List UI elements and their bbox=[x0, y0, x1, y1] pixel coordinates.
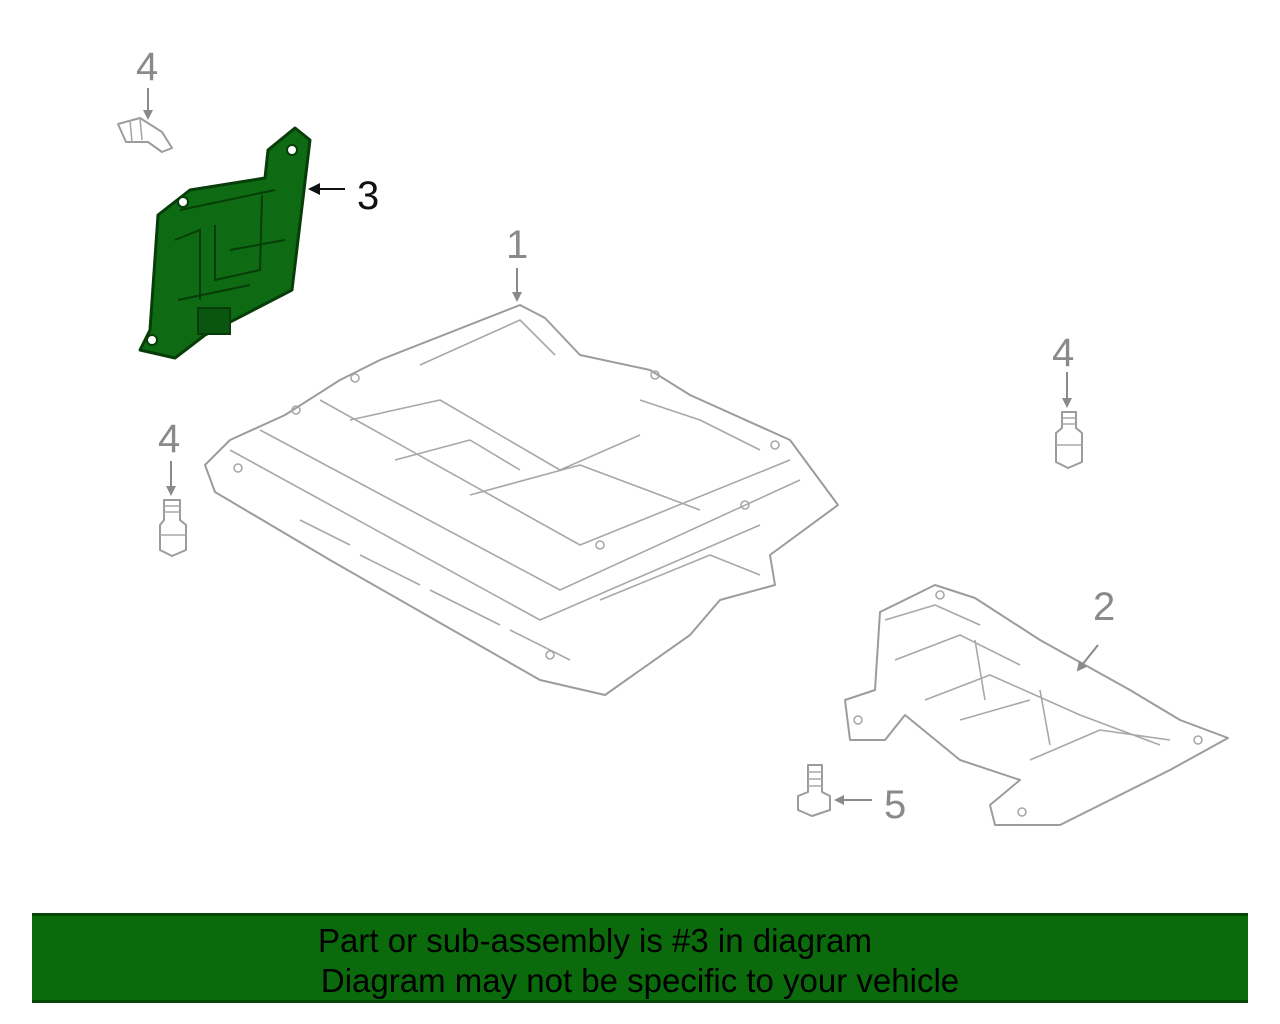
fastener-4-bolt-right bbox=[1055, 411, 1083, 469]
banner-line-disclaimer: Diagram may not be specific to your vehi… bbox=[320, 962, 960, 999]
fastener-4-clip-top bbox=[117, 117, 173, 153]
parts-diagram: 3 1 2 4 4 bbox=[117, 45, 1229, 827]
callout-4-left: 4 bbox=[158, 417, 180, 461]
banner-line-part: Part or sub-assembly is #3 in diagram bbox=[318, 922, 872, 959]
part-3-bracket[interactable] bbox=[138, 126, 312, 360]
fastener-4-bolt-left bbox=[159, 499, 187, 557]
part-2-rear-cover bbox=[844, 584, 1229, 826]
callout-4-top: 4 bbox=[136, 45, 158, 89]
callout-4-right: 4 bbox=[1052, 331, 1074, 375]
callout-3: 3 bbox=[357, 174, 379, 218]
callout-5: 5 bbox=[884, 783, 906, 827]
fastener-5-bolt bbox=[797, 764, 831, 817]
disclaimer-banner: Part or sub-assembly is #3 in diagram Di… bbox=[32, 913, 1248, 1003]
callout-2: 2 bbox=[1093, 585, 1115, 629]
callout-1: 1 bbox=[506, 223, 528, 267]
part-1-under-cover bbox=[204, 304, 839, 696]
